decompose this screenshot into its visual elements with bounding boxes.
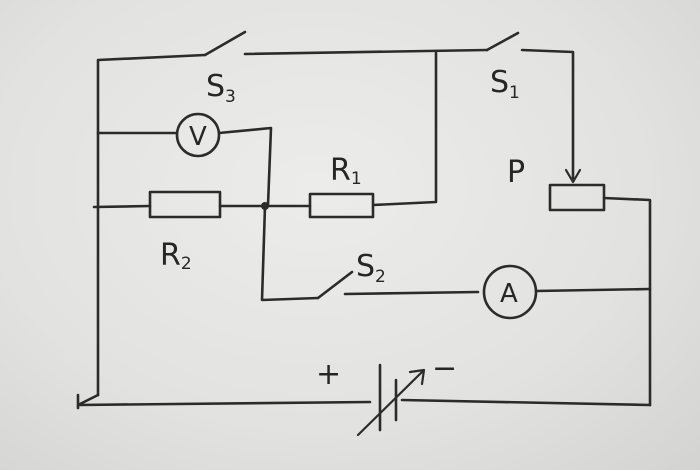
s2-wire-left bbox=[260, 204, 320, 302]
bottom-wire-right bbox=[400, 398, 652, 407]
resistor-r1 bbox=[308, 192, 375, 219]
switch-s2 bbox=[316, 270, 354, 300]
label-ammeter: A bbox=[500, 279, 518, 309]
label-battery-minus: − bbox=[432, 351, 457, 386]
top-wire-left bbox=[96, 53, 207, 397]
switch-s1 bbox=[485, 31, 520, 52]
label-s3: S3 bbox=[206, 69, 236, 107]
bottom-wire-left bbox=[76, 393, 372, 410]
top-wire-middle bbox=[243, 48, 489, 56]
resistor-r2 bbox=[148, 190, 222, 219]
ammeter-wire-right bbox=[534, 287, 652, 293]
label-voltmeter: V bbox=[189, 122, 207, 152]
label-r1: R1 bbox=[330, 153, 362, 189]
label-s1: S1 bbox=[490, 65, 520, 103]
variable-arrow bbox=[356, 368, 426, 437]
voltmeter-wire-right bbox=[217, 126, 273, 207]
rheostat-wire-right bbox=[602, 196, 652, 407]
top-wire-right bbox=[520, 48, 575, 180]
label-p: P bbox=[507, 155, 525, 190]
s2-wire-right bbox=[343, 290, 480, 296]
label-r2: R2 bbox=[160, 238, 192, 274]
label-battery-plus: + bbox=[316, 357, 341, 392]
slider-arrow bbox=[564, 168, 582, 184]
label-s2: S2 bbox=[356, 249, 386, 287]
r2-wire-left bbox=[92, 204, 152, 209]
rheostat-p bbox=[548, 183, 606, 212]
switch-s3 bbox=[203, 30, 247, 57]
r1-wire-right bbox=[371, 51, 438, 207]
voltmeter bbox=[175, 112, 221, 158]
